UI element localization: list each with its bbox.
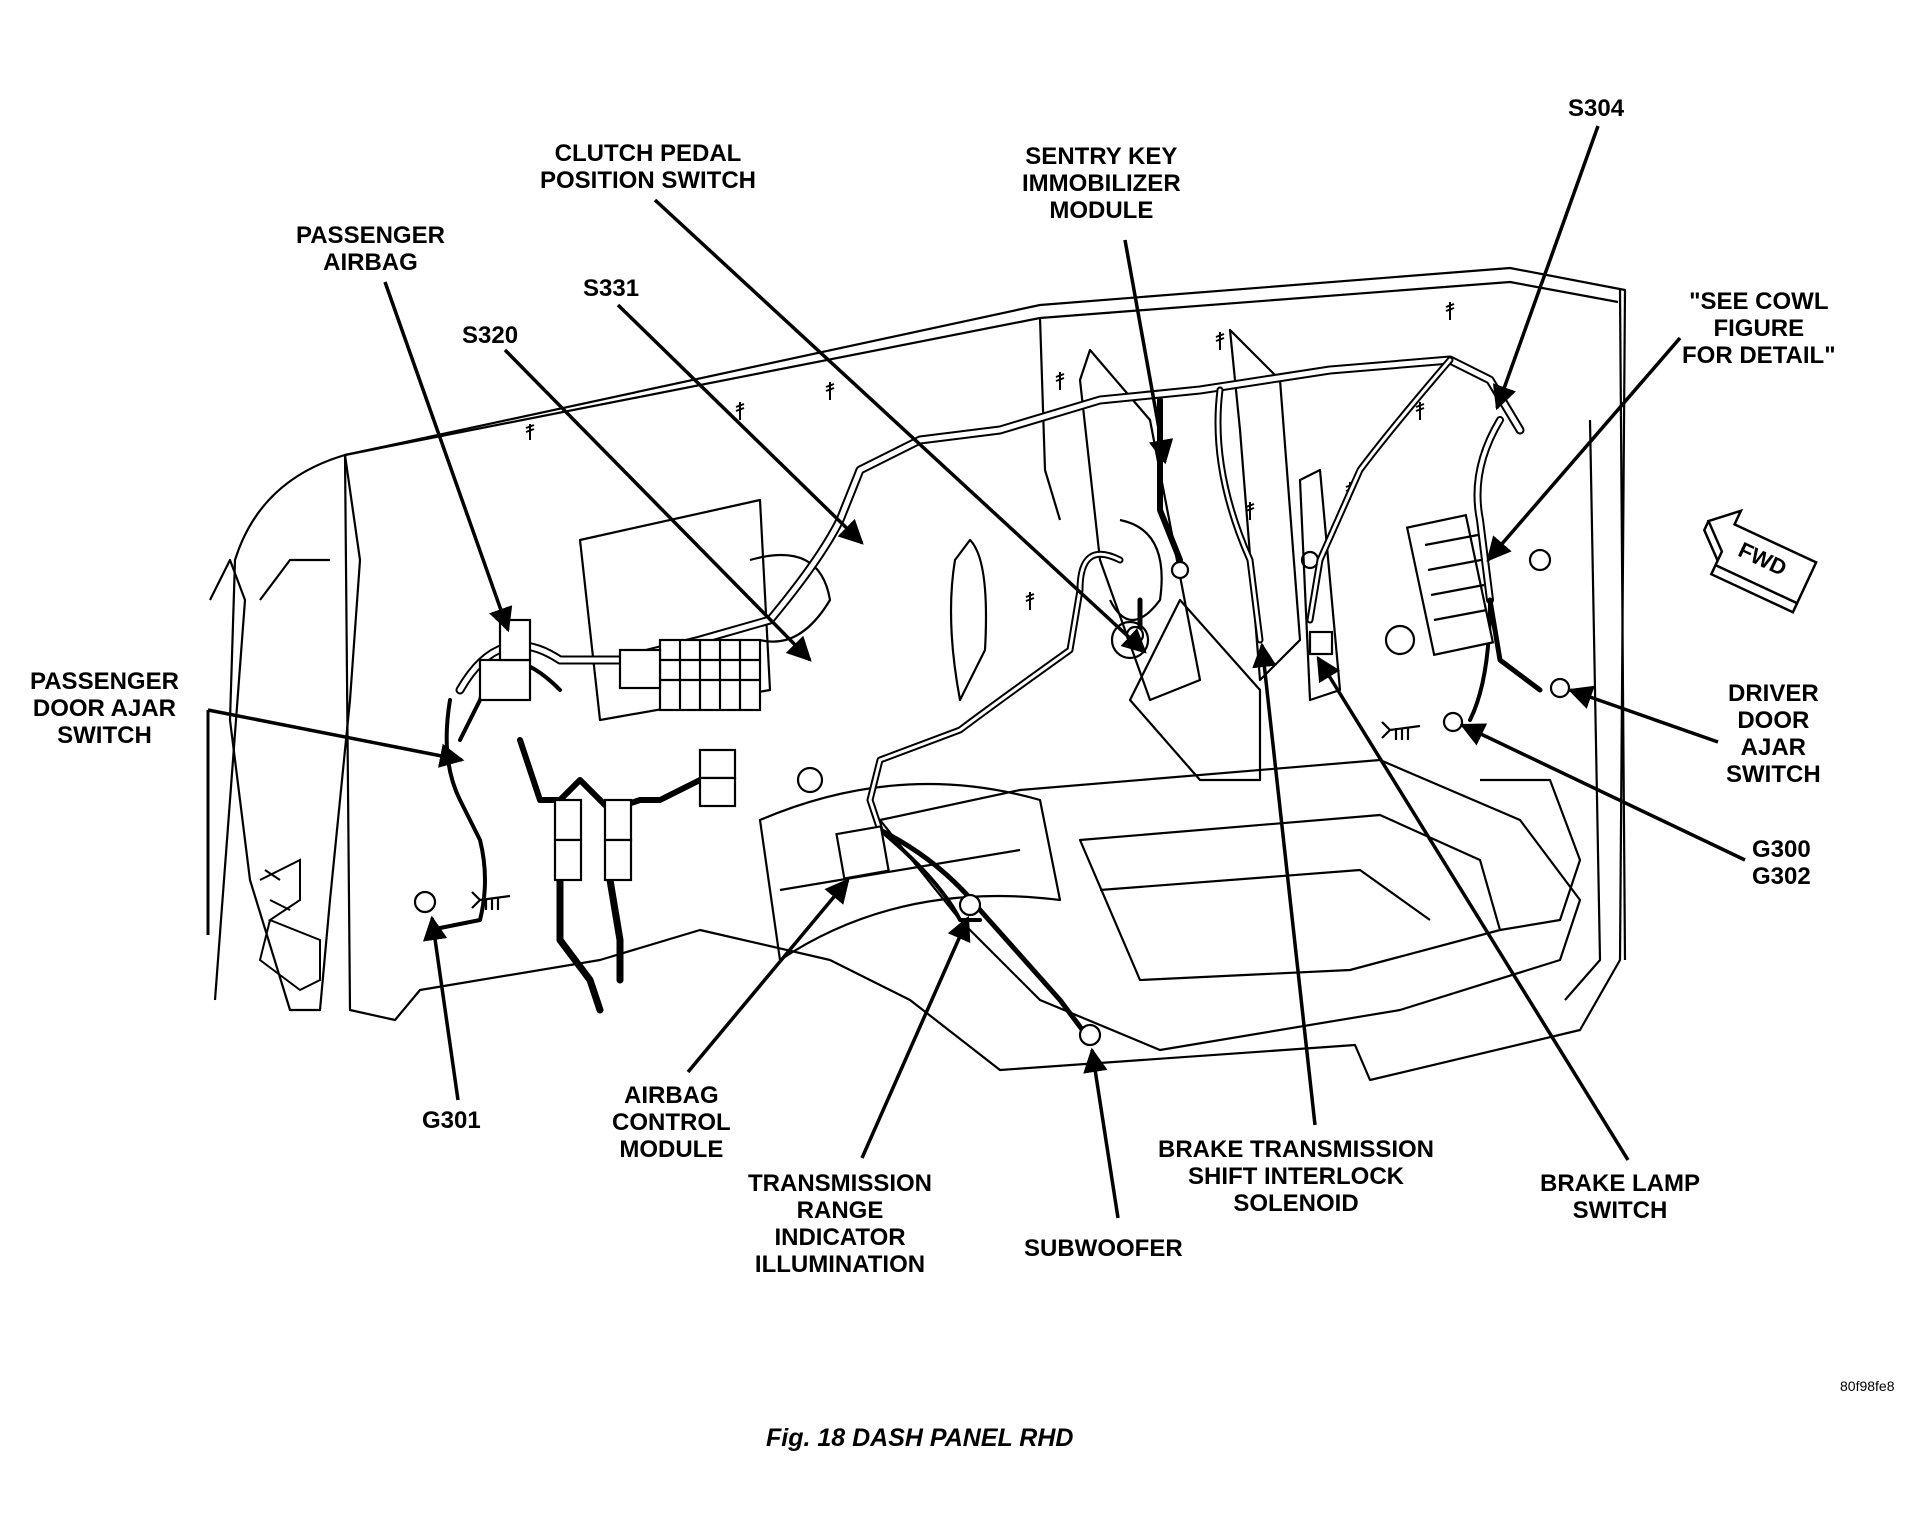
connectors xyxy=(413,513,1571,1047)
label-s331: S331 xyxy=(583,275,640,302)
leader-g301 xyxy=(422,915,460,1101)
figure-caption: Fig. 18 DASH PANEL RHD xyxy=(766,1424,1074,1452)
leader-transmission-range xyxy=(860,915,971,1159)
leader-lines xyxy=(207,125,1746,1219)
leader-passenger-airbag xyxy=(383,281,513,633)
ground-bolts xyxy=(471,721,1421,910)
leader-airbag-control xyxy=(686,878,850,1074)
leader-brake-transmission xyxy=(1252,642,1317,1126)
studs xyxy=(525,302,1455,610)
fwd-direction-marker: FWD xyxy=(1702,508,1818,614)
dash-panel-body xyxy=(209,266,1627,1082)
label-subwoofer: SUBWOOFER xyxy=(1024,1235,1183,1262)
figure-code: 80f98fe8 xyxy=(1840,1378,1895,1394)
leader-s331 xyxy=(616,303,864,545)
leader-passenger-door-ajar xyxy=(207,708,465,768)
leader-clutch-pedal xyxy=(653,198,1147,654)
leader-s320 xyxy=(503,348,812,662)
label-s320: S320 xyxy=(462,322,519,349)
label-s304: S304 xyxy=(1568,95,1625,122)
leader-subwoofer xyxy=(1083,1047,1120,1219)
leader-sentry-key xyxy=(1123,239,1174,465)
leader-brake-lamp xyxy=(1316,655,1630,1161)
pillar-bracket xyxy=(258,858,321,992)
wiring-harness xyxy=(428,355,1543,1043)
leader-driver-door-ajar xyxy=(1567,685,1719,744)
leader-s304 xyxy=(1492,125,1600,411)
leader-g300-g302 xyxy=(1459,723,1746,862)
label-g301: G301 xyxy=(422,1107,481,1134)
leader-see-cowl xyxy=(1486,336,1682,562)
